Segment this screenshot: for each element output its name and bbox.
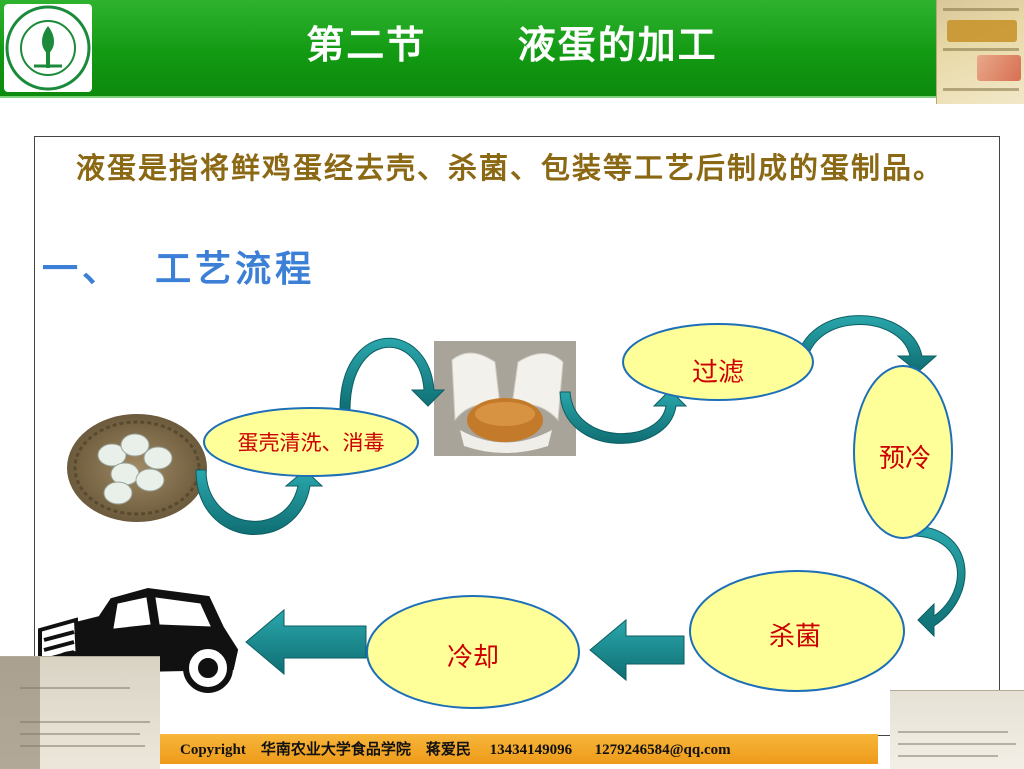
block-arrow-2: [246, 610, 366, 674]
bottom-right-book-image: [890, 690, 1024, 769]
flow-node-label: 杀菌: [769, 622, 821, 652]
curved-arrow-4: [796, 316, 936, 372]
flow-node-filter: 过滤: [623, 324, 813, 400]
flow-node-label: 过滤: [692, 358, 744, 388]
curved-arrow-5: [912, 526, 965, 636]
flow-node-label: 冷却: [447, 643, 499, 673]
curved-arrow-2: [340, 338, 444, 410]
block-arrow-1: [590, 620, 684, 680]
cracked-egg-image: [434, 341, 576, 456]
flow-node-label: 蛋壳清洗、消毒: [238, 431, 385, 455]
curved-arrow-3: [560, 390, 686, 443]
curved-arrow-1: [196, 470, 322, 535]
flow-node-precool: 预冷: [854, 366, 952, 538]
bottom-left-book-image: [0, 656, 160, 769]
footer-copyright: Copyright 华南农业大学食品学院 蒋爱民 13434149096 127…: [180, 738, 731, 759]
eggs-in-nest-image: [67, 414, 207, 522]
flow-node-label: 预冷: [879, 444, 931, 474]
flow-node-cool: 冷却: [367, 596, 579, 708]
flow-node-shell-wash: 蛋壳清洗、消毒: [204, 408, 418, 476]
flow-node-sterilize: 杀菌: [690, 571, 904, 691]
